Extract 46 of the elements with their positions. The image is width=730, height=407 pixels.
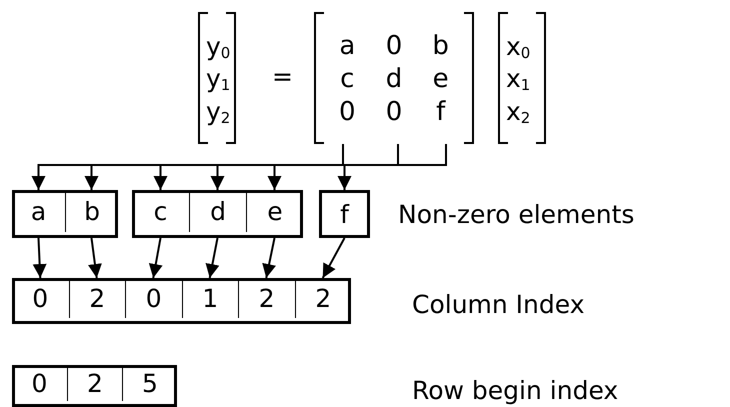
arrow: [268, 144, 399, 190]
array-box: [12, 190, 118, 238]
array-box: [12, 365, 177, 407]
vector-entry: x$_{2}$: [506, 99, 530, 126]
arrow: [322, 238, 346, 278]
array-cell: c: [132, 190, 189, 232]
array-cell: b: [65, 190, 118, 232]
matrix-entry: 0: [339, 98, 356, 124]
matrix-entry: a: [339, 32, 356, 58]
array-cell: 1: [182, 278, 238, 318]
vector-entry: x$_{1}$: [506, 66, 530, 93]
array-box: [12, 278, 351, 324]
array-cell: d: [189, 190, 246, 232]
vector-entry: y$_{0}$: [206, 34, 230, 61]
matrix-entry: 0: [386, 32, 402, 58]
vector-entry: x$_{0}$: [506, 34, 530, 61]
equals-sign: =: [272, 64, 293, 89]
matrix-entry: f: [436, 98, 446, 124]
arrow: [338, 144, 447, 190]
array-cell: 5: [122, 365, 177, 401]
matrix-entry: d: [386, 66, 402, 92]
matrix-entry: c: [340, 66, 354, 92]
arrow: [32, 238, 47, 278]
array-cell: 0: [125, 278, 182, 318]
array-cell: f: [319, 190, 370, 238]
array-cell: 0: [12, 365, 67, 401]
array-cell: 2: [238, 278, 294, 318]
arrow: [88, 238, 102, 278]
array-cell: a: [12, 190, 65, 232]
array-cell: 0: [12, 278, 68, 318]
matrix-entry: e: [432, 66, 449, 92]
vector-entry: y$_{1}$: [206, 66, 230, 93]
array-cell: 2: [68, 278, 125, 318]
matrix: [314, 12, 474, 144]
array-box: [132, 190, 303, 238]
array-cell: 2: [67, 365, 122, 401]
array-caption: Row begin index: [412, 378, 618, 403]
arrow: [206, 238, 220, 278]
vector-entry: y$_{2}$: [206, 99, 230, 126]
array-caption: Column Index: [412, 292, 585, 317]
matrix-entry: 0: [386, 98, 402, 124]
arrow: [148, 238, 163, 278]
array-cell: e: [246, 190, 303, 232]
array-cell: 2: [294, 278, 351, 318]
array-caption: Non-zero elements: [398, 202, 634, 227]
matrix-entry: b: [432, 32, 449, 58]
